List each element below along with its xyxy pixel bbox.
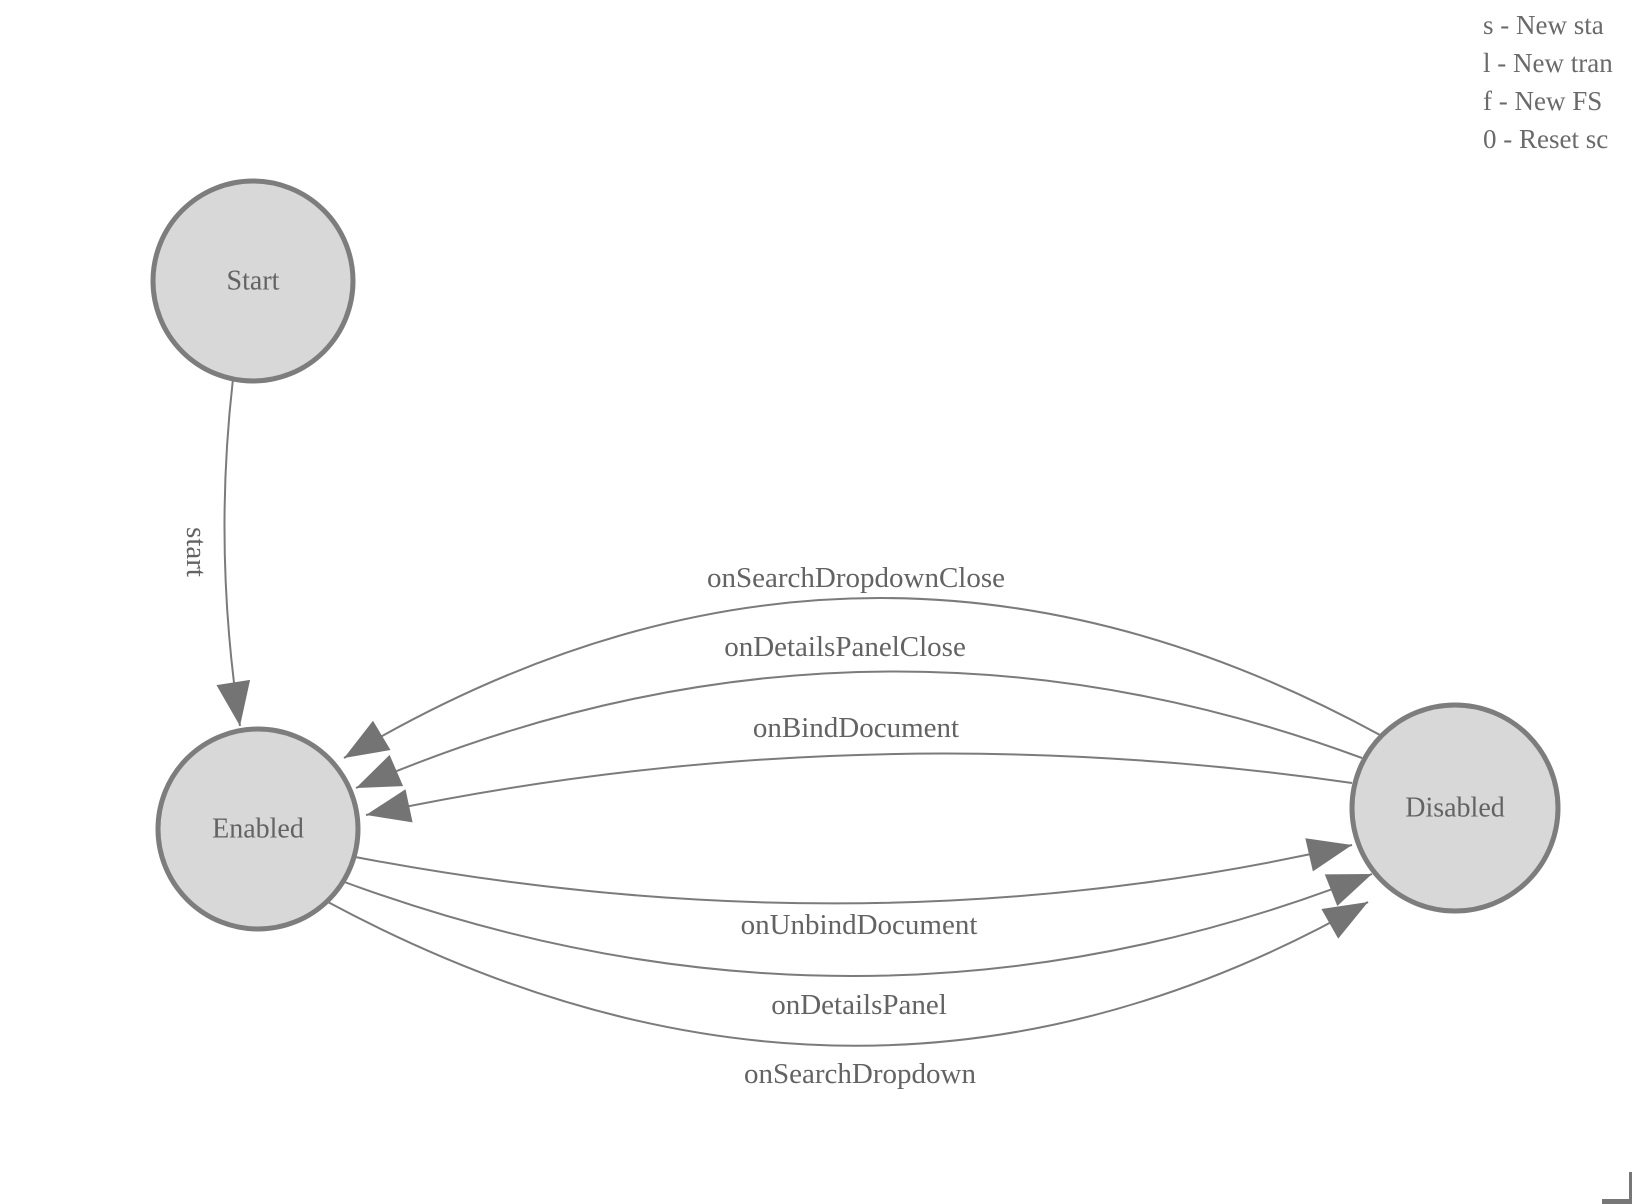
legend-line-new-state: s - New sta (1483, 10, 1604, 40)
state-label-disabled: Disabled (1405, 793, 1505, 824)
state-circle-disabled[interactable] (1349, 702, 1561, 914)
transition-path-onDetailsPanel[interactable] (338, 873, 1373, 977)
transition-label-onDetailsPanelClose: onDetailsPanelClose (724, 631, 966, 663)
shortcut-legend: s - New sta l - New tran f - New FS 0 - … (1483, 6, 1613, 158)
transition-path-onUnbindDocument[interactable] (349, 844, 1353, 905)
transition-label-onBindDocument: onBindDocument (753, 712, 959, 744)
legend-line-new-transition: l - New tran (1483, 48, 1613, 78)
state-label-start: Start (227, 266, 280, 297)
state-label-enabled: Enabled (212, 814, 304, 845)
transition-path-onSearchDropdown[interactable] (325, 900, 1369, 1047)
arrowhead-icon (344, 720, 391, 758)
transition-label-start-to-enabled: start (180, 527, 212, 577)
arrowhead-icon (216, 679, 251, 726)
transition-label-onUnbindDocument: onUnbindDocument (741, 909, 978, 941)
state-circle-enabled[interactable] (155, 726, 361, 932)
transition-label-onDetailsPanel: onDetailsPanel (771, 989, 947, 1021)
transition-label-onSearchDropdown: onSearchDropdown (744, 1058, 976, 1090)
arrowhead-icon (1321, 902, 1368, 939)
transition-path-onDetailsPanelClose[interactable] (355, 670, 1363, 789)
legend-line-reset: 0 - Reset sc (1483, 124, 1609, 154)
legend-line-new-fsm: f - New FS (1483, 86, 1603, 116)
transition-path-start-to-enabled[interactable] (223, 378, 241, 727)
arrowhead-icon (1324, 874, 1372, 906)
transition-label-onSearchDropdownClose: onSearchDropdownClose (707, 562, 1005, 594)
canvas-corner-mark (1602, 1199, 1632, 1204)
arrowhead-icon (356, 754, 404, 788)
state-circle-start[interactable] (150, 178, 356, 384)
transition-path-onBindDocument[interactable] (365, 752, 1353, 816)
canvas-corner-mark (1629, 1172, 1632, 1204)
arrowhead-icon (1305, 838, 1352, 872)
arrowhead-icon (366, 789, 413, 823)
transition-path-onSearchDropdownClose[interactable] (343, 597, 1381, 759)
